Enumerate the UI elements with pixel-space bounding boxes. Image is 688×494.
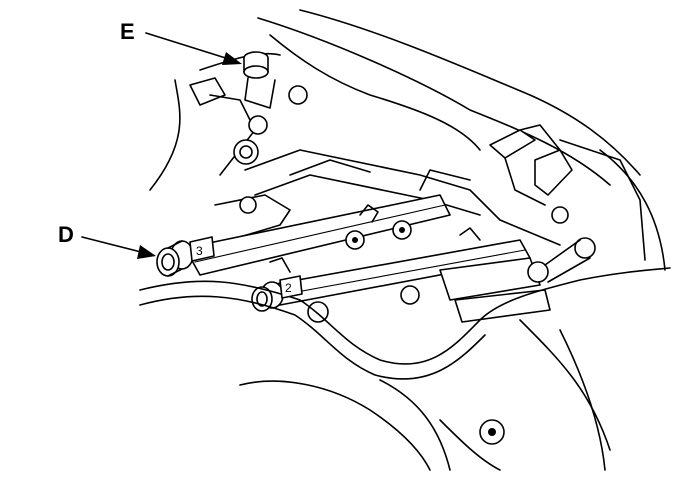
bolt-e xyxy=(243,51,276,109)
injector-2-tag: 2 xyxy=(279,275,303,299)
injector-2-number: 2 xyxy=(285,281,292,295)
callout-arrow-e xyxy=(145,32,242,65)
injector-3-tag: 3 xyxy=(189,236,215,262)
upper-fuel-rail xyxy=(184,194,451,276)
mounting-bolts xyxy=(233,85,505,445)
callout-label-d: D xyxy=(58,222,74,247)
callout-label-e: E xyxy=(120,19,135,44)
injector-3-number: 3 xyxy=(196,244,203,258)
callout-arrow-d xyxy=(81,236,156,259)
injector-2-bolt xyxy=(251,281,284,312)
return-pipes xyxy=(439,206,596,323)
lower-block xyxy=(139,267,671,471)
bolt-d xyxy=(156,240,194,277)
upper-bracket xyxy=(489,124,573,206)
